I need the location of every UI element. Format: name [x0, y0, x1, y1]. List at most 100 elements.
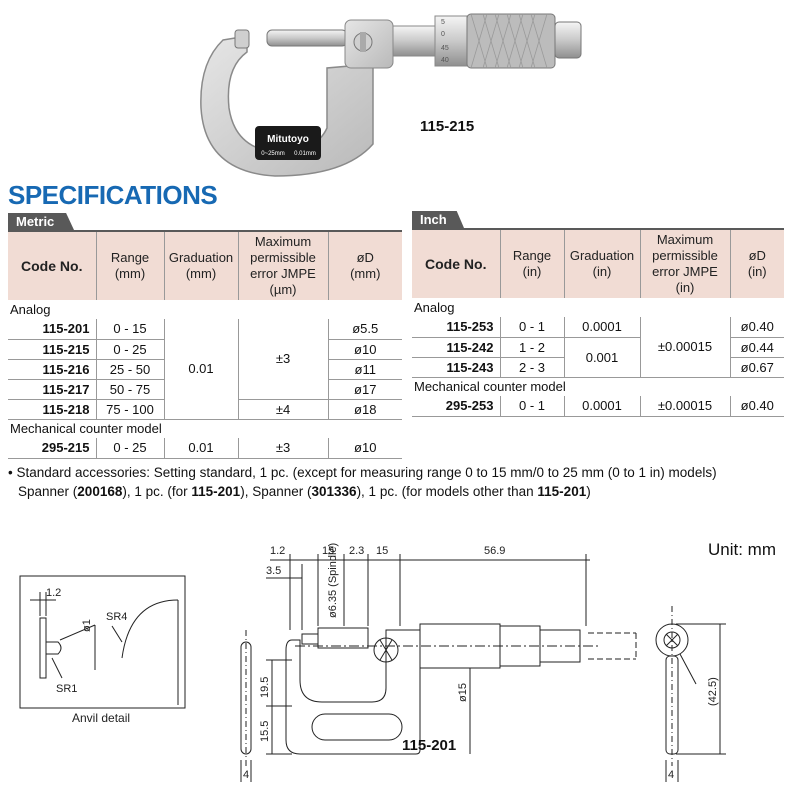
dim-anvil-sr1: SR1 [56, 683, 77, 695]
frame-label-plate [255, 126, 321, 160]
inch-header-code: Code No. [412, 230, 500, 298]
dim-top-56-9: 56.9 [484, 545, 505, 557]
frame-marking-resolution: 0.01mm [294, 151, 316, 157]
dim-top-1-2: 1.2 [270, 545, 285, 557]
table-row-range: 25 - 50 [95, 358, 164, 379]
notes-line-2: Spanner (200168), 1 pc. (for 115-201), S… [18, 484, 591, 499]
table-row-od: ø0.67 [729, 356, 784, 377]
metric-analog-graduation: 0.01 [163, 319, 238, 419]
spindle [266, 29, 348, 47]
dim-anvil-sr4: SR4 [106, 611, 127, 623]
table-row-od: ø10 [327, 338, 402, 359]
unit-label: Unit: mm [708, 540, 776, 559]
inch-spec-table: Code No. Range(in) Graduation(in) Maximu… [412, 230, 784, 417]
inch-header-od: øD(in) [729, 230, 784, 298]
anvil-detail-box [19, 575, 186, 709]
table-row-od: ø10 [327, 438, 402, 459]
thimble-mark: 40 [441, 57, 449, 64]
table-row-code: 115-217 [8, 378, 96, 399]
table-row-range: 50 - 75 [95, 378, 164, 399]
lock-drawing [373, 637, 399, 663]
dim-anvil-1-2: 1.2 [46, 587, 61, 599]
thimble-mark: 5 [441, 19, 445, 26]
table-row-od: ø5.5 [327, 319, 402, 339]
table-row-mpe: ±0.00015 [639, 396, 730, 417]
table-row-range: 0 - 25 [95, 438, 164, 459]
table-row-code: 115-242 [412, 336, 500, 357]
product-model-label: 115-215 [420, 118, 475, 135]
table-row-od: ø0.44 [729, 336, 784, 357]
dim-top-15b: 15 [376, 545, 388, 557]
inch-rule [412, 228, 784, 230]
dim-anvil-o1: ø1 [81, 619, 93, 632]
thimble-mark: 45 [441, 45, 449, 52]
table-row-range: 2 - 3 [499, 356, 564, 377]
dim-side-4: 4 [668, 769, 674, 781]
specifications-title: SPECIFICATIONS [8, 180, 218, 210]
table-row-code: 115-216 [8, 358, 96, 379]
table-row-code: 115-243 [412, 356, 500, 377]
metric-analog-mpe-a: ±3 [237, 319, 328, 399]
table-row-code: 115-218 [8, 398, 96, 419]
table-row-od: ø17 [327, 378, 402, 399]
table-row-graduation: 0.0001 [563, 396, 640, 417]
table-row-range: 0 - 1 [499, 317, 564, 337]
drawing-model-label: 115-201 [402, 737, 456, 754]
table-row-code: 115-215 [8, 338, 96, 359]
table-row-code: 295-215 [8, 438, 96, 459]
frame-marking-range: 0~25mm [261, 151, 285, 157]
metric-header-od: øD(mm) [327, 232, 402, 300]
metric-header-graduation: Graduation(mm) [163, 232, 238, 300]
metric-tab: Metric [8, 213, 74, 230]
dimension-drawings: 1.2 ø1 SR4 SR1 Anvil detail 1.2 15 2.3 1… [19, 543, 726, 782]
table-row-od: ø18 [327, 398, 402, 419]
dim-o15: ø15 [457, 683, 469, 702]
table-row-range: 0 - 15 [95, 319, 164, 339]
table-row-od: ø0.40 [729, 317, 784, 337]
table-row-range: 0 - 1 [499, 396, 564, 417]
anvil-detail-caption: Anvil detail [72, 711, 130, 725]
dim-top-15a: 15 [322, 545, 334, 557]
inch-group-analog: Analog [414, 300, 455, 315]
metric-header-code: Code No. [8, 232, 96, 300]
inch-graduation-first: 0.0001 [563, 317, 640, 337]
table-row-code: 115-253 [446, 319, 494, 335]
thimble [434, 15, 468, 67]
metric-group-analog: Analog [10, 302, 51, 317]
dim-left-4: 4 [243, 769, 249, 781]
inch-header-graduation: Graduation(in) [563, 230, 640, 298]
table-row-code: 115-201 [42, 321, 90, 337]
table-row-od: ø11 [327, 358, 402, 379]
table-row-code: 295-253 [412, 396, 500, 417]
table-row-range: 0 - 25 [95, 338, 164, 359]
inch-tab: Inch [412, 211, 464, 228]
brand-logo: Mitutoyo [267, 134, 309, 145]
inch-graduation-rest: 0.001 [563, 336, 640, 377]
dim-15-5: 15.5 [259, 721, 271, 742]
dim-top-2-3: 2.3 [349, 545, 364, 557]
side-rod-left [240, 641, 252, 755]
inch-group-mechanical: Mechanical counter model [412, 376, 784, 396]
table-row-graduation: 0.01 [163, 438, 238, 459]
micrometer-frame [200, 35, 374, 177]
table-row-range: 1 - 2 [499, 336, 564, 357]
knurled-grip [466, 13, 556, 69]
micrometer-photo: 5 0 45 40 Mitutoyo 0~25mm 0.01mm [200, 13, 582, 177]
table-row-range: 75 - 100 [95, 398, 164, 419]
dim-3-5: 3.5 [266, 565, 281, 577]
dim-19-5: 19.5 [259, 677, 271, 698]
thimble-mark: 0 [441, 31, 445, 38]
metric-rule [8, 230, 402, 232]
metric-spec-table: Code No. Range(mm) Graduation(mm) Maximu… [8, 232, 402, 459]
metric-group-mechanical: Mechanical counter model [8, 418, 402, 438]
table-row-mpe: ±3 [237, 438, 328, 459]
metric-header-range: Range(mm) [95, 232, 164, 300]
inch-analog-mpe: ±0.00015 [639, 317, 730, 377]
notes-line-1: • Standard accessories: Setting standard… [8, 465, 717, 480]
ratchet-stop [554, 21, 582, 59]
metric-analog-mpe-b: ±4 [237, 398, 328, 419]
inch-header-range: Range(in) [499, 230, 564, 298]
accessories-notes: • Standard accessories: Setting standard… [8, 463, 717, 501]
